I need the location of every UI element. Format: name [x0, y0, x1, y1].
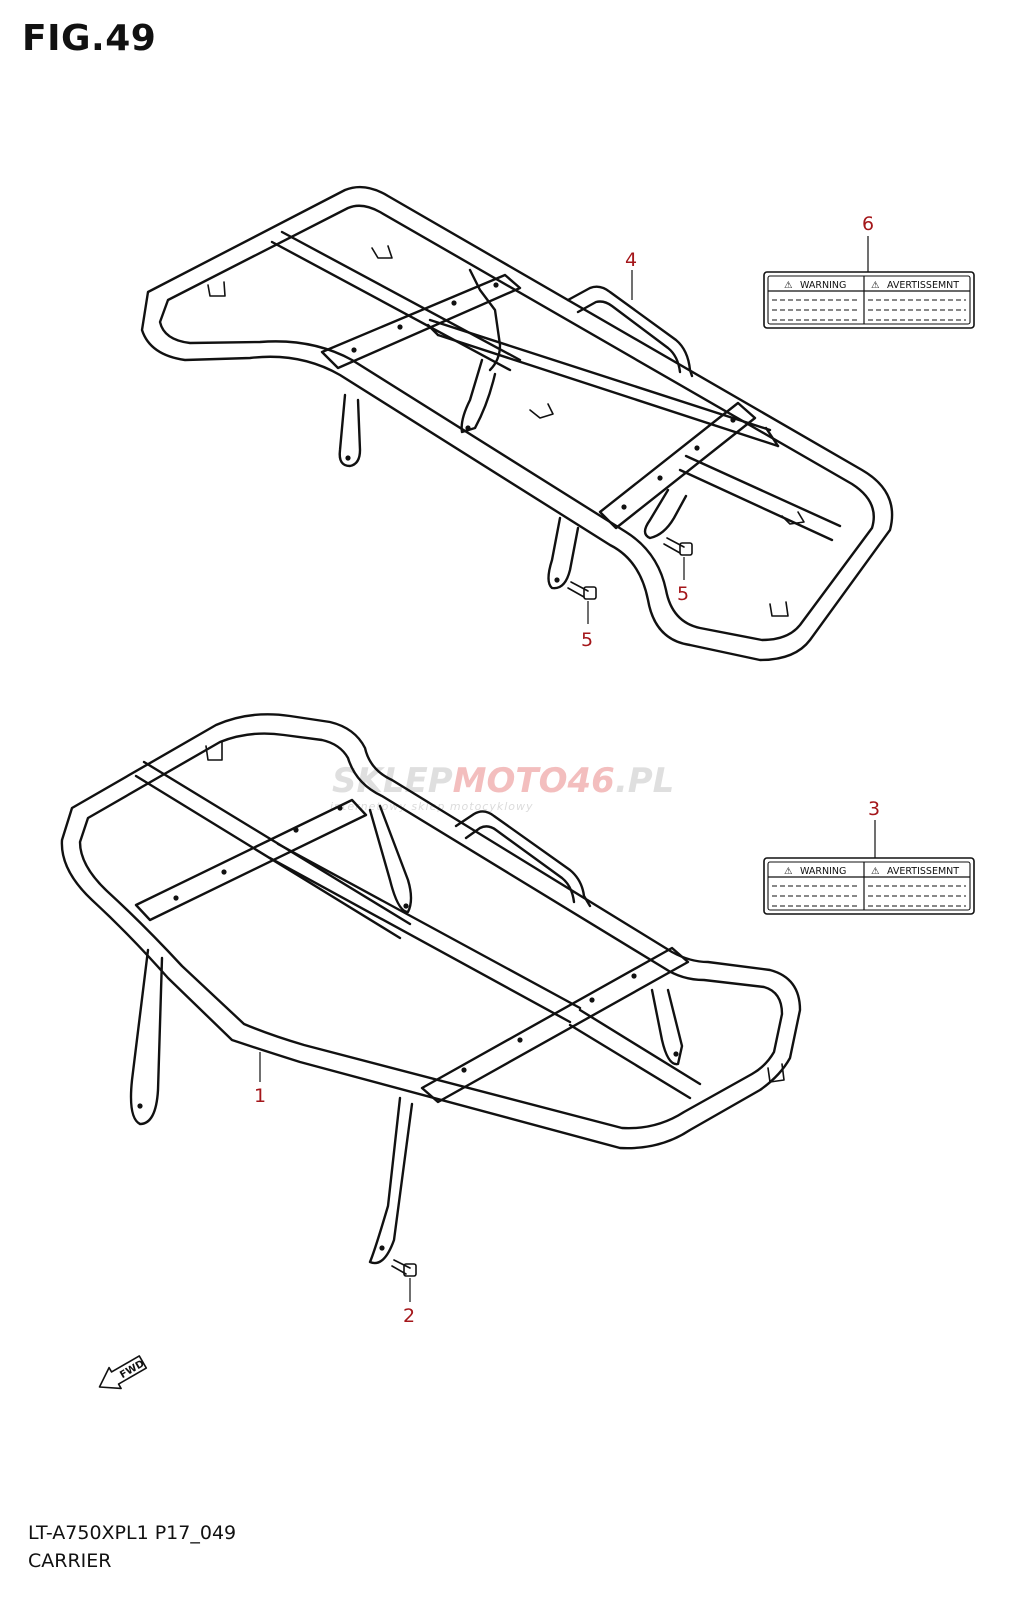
watermark-brand-part3: 46	[567, 761, 615, 801]
section-name: CARRIER	[28, 1550, 112, 1572]
avertissement-text: AVERTISSEMNT	[887, 866, 959, 877]
upper-carrier	[140, 185, 894, 662]
warning-text: WARNING	[800, 866, 846, 877]
fwd-arrow-icon: FWD	[98, 1355, 148, 1390]
svg-text:⚠: ⚠	[784, 280, 793, 291]
svg-text:⚠: ⚠	[871, 280, 880, 291]
callout-6: 6	[862, 213, 874, 235]
callouts: 6 4 5 5 3 1 2	[254, 213, 880, 1327]
lower-carrier	[60, 713, 802, 1277]
warning-label-6: ⚠ WARNING ⚠ AVERTISSEMNT	[763, 271, 975, 329]
warning-label-3: ⚠ WARNING ⚠ AVERTISSEMNT	[763, 857, 975, 915]
callout-5b: 5	[581, 629, 593, 651]
watermark-brand-part4: .PL	[615, 761, 675, 801]
callout-3: 3	[868, 798, 880, 820]
svg-text:⚠: ⚠	[784, 866, 793, 877]
callout-5a: 5	[677, 583, 689, 605]
model-code: LT-A750XPL1 P17_049	[28, 1522, 237, 1544]
watermark: SKLEPMOTO46.PL internetowy sklep motocyk…	[330, 761, 674, 813]
avertissement-text: AVERTISSEMNT	[887, 280, 959, 291]
svg-text:⚠: ⚠	[871, 866, 880, 877]
callout-1: 1	[254, 1085, 266, 1107]
watermark-brand-part2: MOTO	[453, 761, 568, 801]
watermark-tagline: internetowy sklep motocyklowy	[330, 800, 534, 813]
callout-2: 2	[403, 1305, 415, 1327]
callout-4: 4	[625, 249, 637, 271]
warning-text: WARNING	[800, 280, 846, 291]
figure-title: FIG.49	[22, 18, 157, 59]
svg-text:SKLEPMOTO46.PL: SKLEPMOTO46.PL	[332, 761, 674, 801]
